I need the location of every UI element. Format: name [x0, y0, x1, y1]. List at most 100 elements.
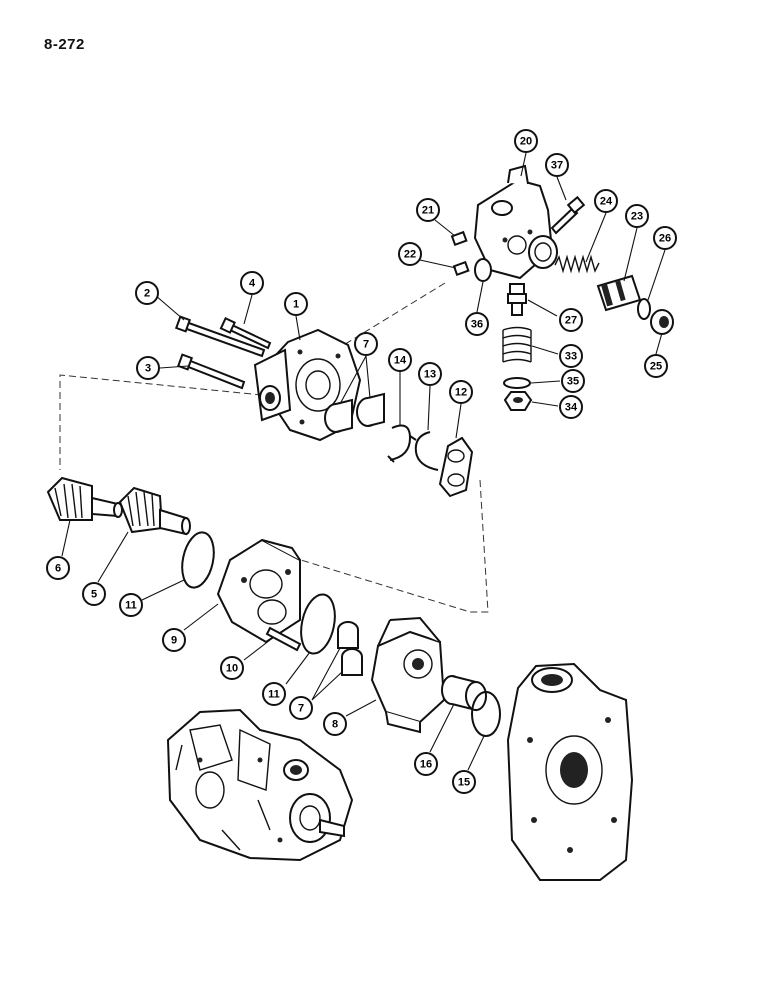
callout-circle — [162, 628, 186, 652]
callout-7: 7 — [354, 332, 378, 356]
callout-circle — [284, 292, 308, 316]
callout-circle — [220, 656, 244, 680]
callout-9: 9 — [162, 628, 186, 652]
relief-valve-housing — [473, 164, 558, 280]
callout-8: 8 — [323, 712, 347, 736]
callout-circle — [414, 752, 438, 776]
callout-circle — [561, 369, 585, 393]
callout-label: 5 — [91, 589, 97, 601]
o-ring-26 — [637, 298, 651, 320]
bolt-3 — [176, 353, 246, 390]
callout-circle — [416, 198, 440, 222]
callout-circle — [418, 362, 442, 386]
driven-gear-5 — [118, 486, 191, 536]
bearing-carrier-8 — [370, 616, 446, 734]
callout-circle — [119, 593, 143, 617]
callout-37: 37 — [545, 153, 569, 177]
callout-label: 22 — [404, 249, 416, 261]
bolt-37 — [550, 195, 586, 235]
callout-label: 1 — [293, 299, 299, 311]
callout-circle — [559, 344, 583, 368]
o-ring-36 — [474, 258, 492, 282]
callout-15: 15 — [452, 770, 476, 794]
callout-circle — [545, 153, 569, 177]
callout-label: 12 — [455, 387, 467, 399]
callout-circle — [653, 226, 677, 250]
callout-circle — [136, 356, 160, 380]
callout-label: 24 — [600, 196, 613, 208]
o-ring-11-right — [300, 593, 336, 655]
callout-circle — [323, 712, 347, 736]
leader-lines — [61, 152, 666, 771]
callout-21: 21 — [416, 198, 440, 222]
plug-22 — [452, 260, 470, 277]
callout-circle — [262, 682, 286, 706]
callout-10: 10 — [220, 656, 244, 680]
callout-label: 26 — [659, 233, 671, 245]
callout-label: 6 — [55, 563, 61, 575]
nut-34 — [503, 391, 533, 411]
plug-25 — [650, 309, 674, 335]
callout-label: 11 — [268, 689, 280, 701]
callout-label: 4 — [249, 278, 256, 290]
callout-circle — [398, 242, 422, 266]
callout-circle — [644, 354, 668, 378]
bearing-16 — [441, 675, 487, 712]
callout-label: 23 — [631, 211, 643, 223]
callout-33: 33 — [559, 344, 583, 368]
callout-34: 34 — [559, 395, 583, 419]
callout-label: 36 — [471, 319, 483, 331]
callout-label: 7 — [298, 703, 304, 715]
callout-label: 14 — [394, 355, 407, 367]
front-housing-plate — [506, 662, 634, 881]
clip-14 — [387, 424, 412, 463]
o-ring-35 — [503, 377, 531, 389]
callout-27: 27 — [559, 308, 583, 332]
callout-23: 23 — [625, 204, 649, 228]
bolt-2 — [174, 315, 266, 358]
callout-circle — [452, 770, 476, 794]
callout-circle — [559, 395, 583, 419]
spring-24 — [554, 254, 600, 274]
callout-label: 37 — [551, 160, 563, 172]
callout-11: 11 — [262, 682, 286, 706]
callout-label: 35 — [567, 376, 579, 388]
callout-circle — [82, 582, 106, 606]
callout-label: 33 — [565, 351, 577, 363]
spring-33 — [502, 326, 532, 363]
spool-23 — [596, 274, 642, 312]
callout-label: 25 — [650, 361, 662, 373]
callout-6: 6 — [46, 556, 70, 580]
callout-circle — [289, 696, 313, 720]
callout-circle — [465, 312, 489, 336]
callout-11: 11 — [119, 593, 143, 617]
callout-circle — [240, 271, 264, 295]
bolt-4 — [219, 317, 272, 350]
callout-7: 7 — [289, 696, 313, 720]
callout-label: 11 — [125, 600, 137, 612]
callout-label: 2 — [144, 288, 150, 300]
o-ring-11-left — [181, 531, 215, 589]
callout-label: 7 — [363, 339, 369, 351]
dowel-pin-10 — [265, 626, 302, 652]
callout-12: 12 — [449, 380, 473, 404]
callout-label: 21 — [422, 205, 434, 217]
drive-gear-6 — [46, 476, 123, 521]
callout-label: 20 — [520, 136, 532, 148]
callout-24: 24 — [594, 189, 618, 213]
page-number: 8-272 — [44, 36, 85, 53]
callout-35: 35 — [561, 369, 585, 393]
plug-21 — [450, 230, 468, 247]
callout-36: 36 — [465, 312, 489, 336]
callout-label: 13 — [424, 369, 436, 381]
callout-26: 26 — [653, 226, 677, 250]
callout-3: 3 — [136, 356, 160, 380]
bushing-7-lower — [337, 621, 363, 676]
callout-label: 9 — [171, 635, 177, 647]
callout-label: 3 — [145, 363, 151, 375]
callout-circle — [135, 281, 159, 305]
callout-20: 20 — [514, 129, 538, 153]
callout-circle — [388, 348, 412, 372]
